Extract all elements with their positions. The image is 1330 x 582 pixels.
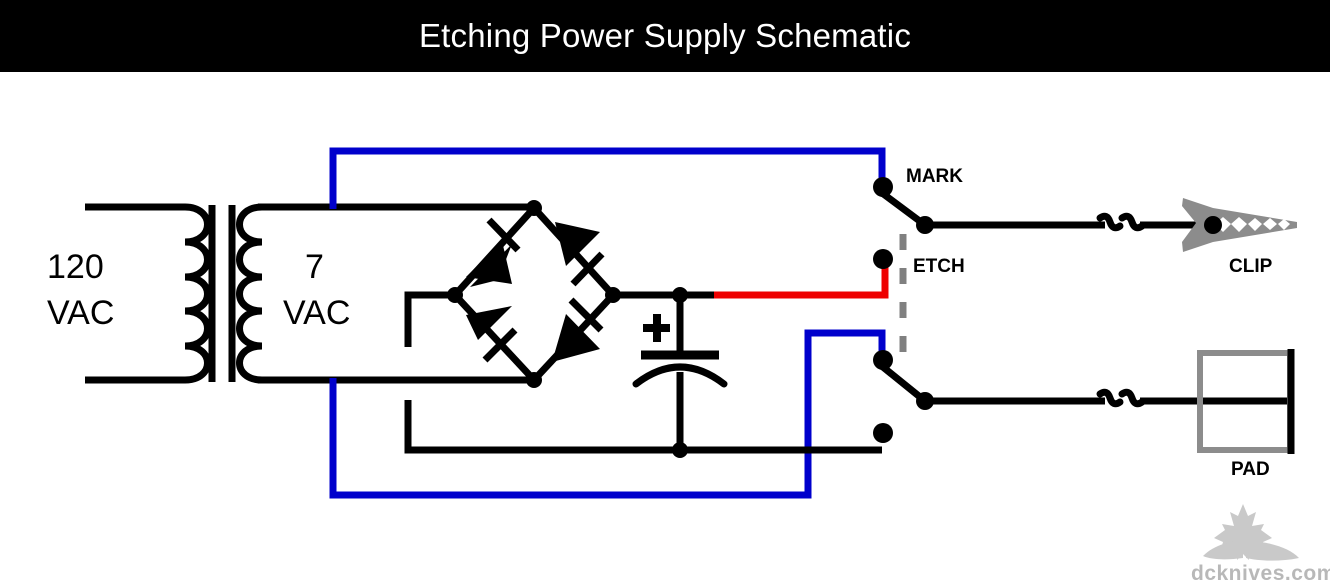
switch-lower-pivot[interactable] [873,350,893,370]
pad-label: PAD [1231,459,1270,480]
knife-right-icon [1246,541,1299,561]
diode-upper-right [555,222,605,287]
ac-wire-bottom [329,329,886,499]
etching-pad [1197,349,1295,454]
primary-voltage-line1: 120 [47,248,104,286]
secondary-voltage-line2: VAC [283,294,350,332]
ac-wiring-blue [329,147,886,499]
cap-node-bottom [672,442,688,458]
positive-wire-to-etch [714,262,889,299]
clip-tooth-5 [1278,219,1290,230]
knife-left-icon [1203,541,1243,560]
filter-capacitor [613,287,728,458]
switch-upper-pivot[interactable] [873,177,893,197]
alligator-clip [1182,198,1297,252]
secondary-winding [236,203,266,384]
cap-plate-negative [632,363,728,388]
schematic-canvas: 120 VAC 7 VAC [0,72,1330,582]
watermark-text: dcknives.com [1191,562,1330,582]
bridge-node-top [526,200,542,216]
bridge-node-bottom [526,372,542,388]
clip-label: CLIP [1229,256,1273,277]
bridge-rectifier [447,200,621,388]
title-bar: Etching Power Supply Schematic [0,0,1330,72]
switch-upper-contact-etch[interactable] [873,249,893,269]
diode-lower-right [552,297,604,362]
squiggle-4 [1118,388,1146,408]
switch-lower[interactable] [873,350,1105,443]
cap-node-top [672,287,688,303]
secondary-voltage-line1: 7 [305,248,324,286]
wire-break-lower [1096,388,1290,408]
watermark-logo: dcknives.com [1191,504,1330,582]
switch-upper[interactable] [873,177,1105,269]
clip-tooth-2 [1231,217,1247,232]
cap-polarity-plus [643,314,670,342]
clip-tooth-3 [1248,218,1262,231]
page-title: Etching Power Supply Schematic [418,17,912,54]
ac-wire-top [329,147,886,209]
transformer-symbol [85,203,537,384]
squiggle-2 [1118,212,1146,232]
primary-winding [181,203,211,384]
schematic-drawing: 120 VAC 7 VAC [47,147,1330,582]
squiggle-3 [1096,388,1124,408]
primary-voltage-line2: VAC [47,294,114,332]
switch-label-mark: MARK [906,166,963,187]
switch-label-etch: ETCH [913,256,965,277]
clip-tooth-4 [1263,218,1277,230]
bridge-arm-bottom-left [452,292,537,383]
bridge-left-stub [404,291,455,347]
clip-terminal-node [1204,216,1222,234]
negative-rail [404,400,882,454]
diode-upper-left [466,217,521,287]
squiggle-1 [1096,212,1124,232]
switch-lower-contact-alt[interactable] [873,423,893,443]
diode-lower-left [466,306,518,363]
